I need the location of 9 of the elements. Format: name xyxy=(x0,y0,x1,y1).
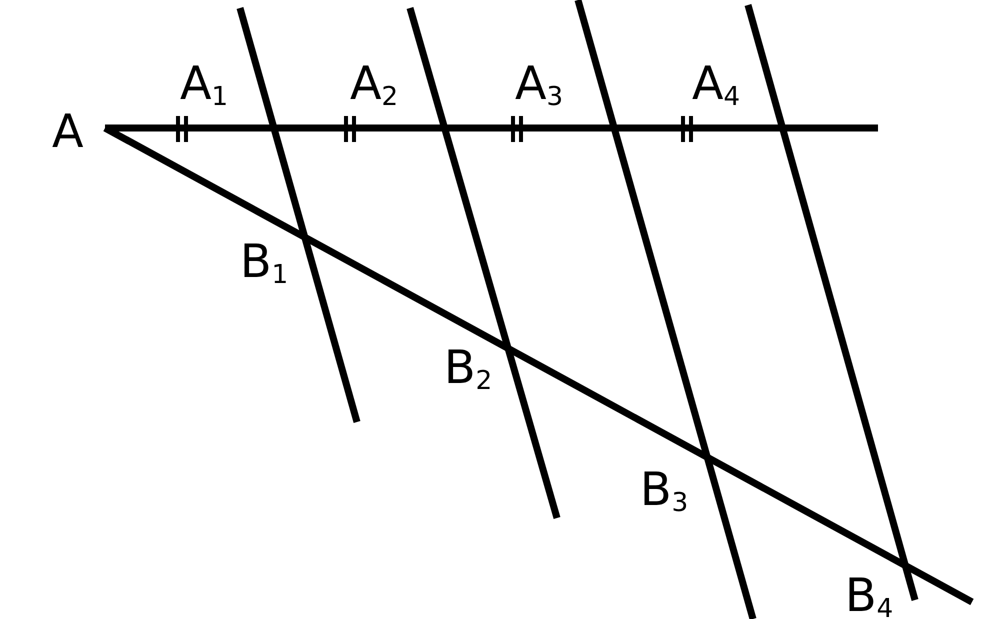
point-label: B$_{1}$ xyxy=(240,238,288,288)
point-label: A$_{1}$ xyxy=(180,60,228,110)
point-label: B$_{3}$ xyxy=(640,466,688,516)
point-label: B$_{2}$ xyxy=(444,344,492,394)
point-label: A xyxy=(52,108,84,154)
point-label: A$_{2}$ xyxy=(350,60,398,110)
point-label: A$_{4}$ xyxy=(692,60,740,110)
point-label: A$_{3}$ xyxy=(515,60,564,110)
point-label: B$_{4}$ xyxy=(845,572,894,619)
